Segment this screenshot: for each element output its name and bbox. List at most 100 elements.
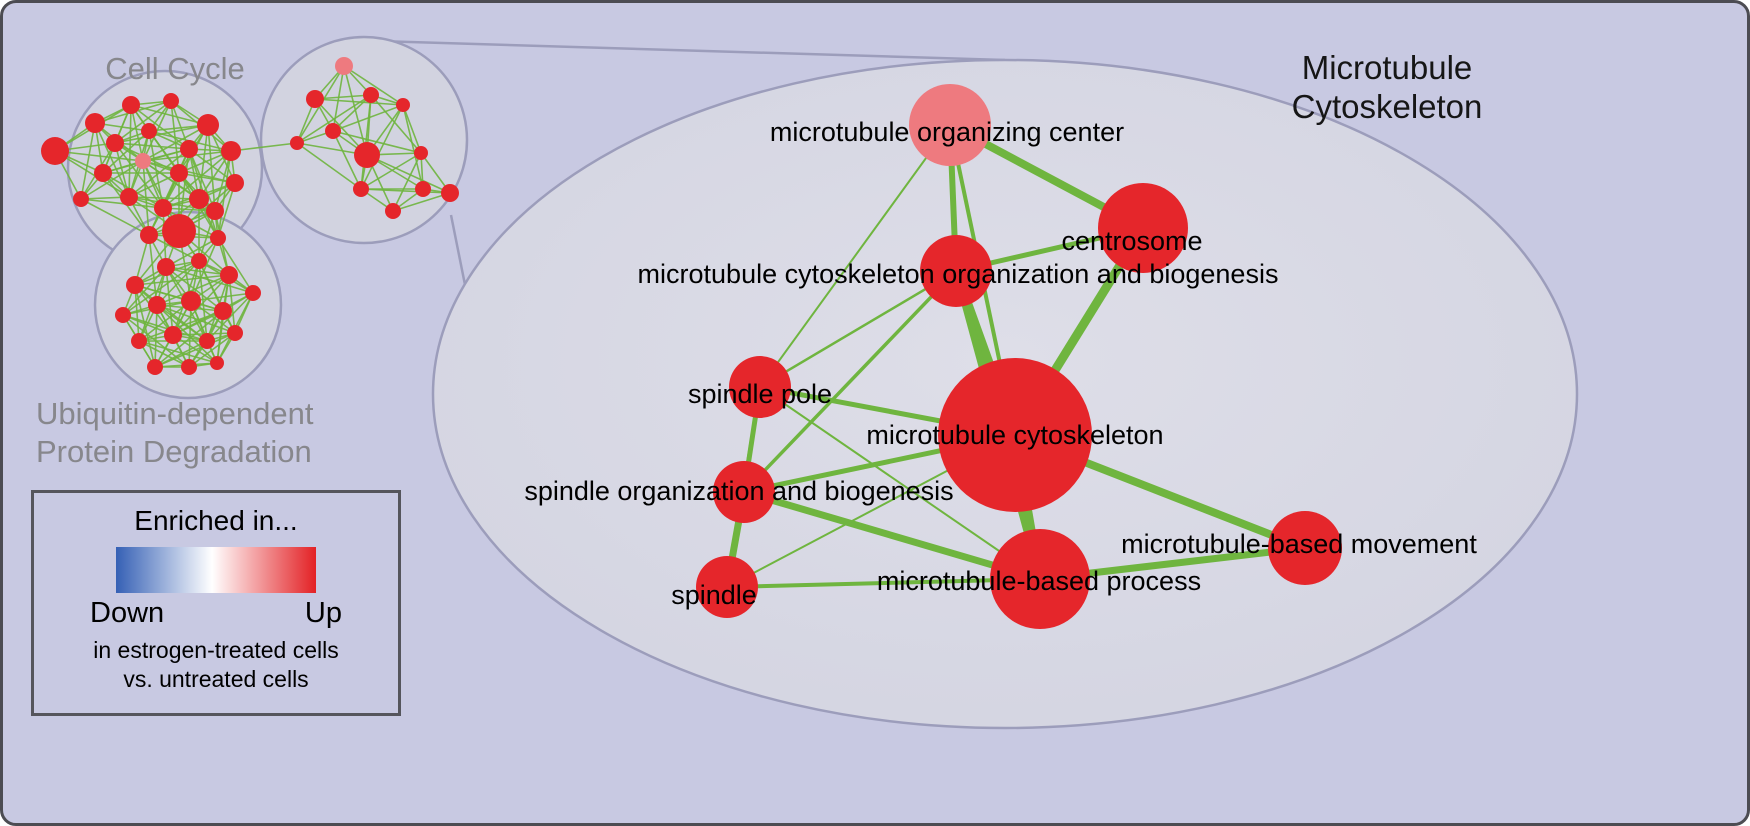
legend-title: Enriched in... [134,505,298,536]
overview-edge [188,148,236,184]
ubiquitin-title-line1: Ubiquitin-dependent [36,396,314,431]
zoom-nodes-layer [696,84,1342,629]
overview-node [210,356,224,370]
overview-node [126,276,144,294]
node-label-mbm: microtubule-based movement [1121,529,1477,559]
edge-spindle_pole-mbp [759,386,1041,580]
ubiquitin-title-line2: Protein Degradation [36,434,312,469]
overview-node [140,226,158,244]
overview-edge [360,152,422,190]
overview-edge [80,198,150,236]
overview-edge [217,237,254,294]
overview-node [106,134,124,152]
overview-node [306,90,324,108]
overview-edge [188,148,216,212]
overview-edge [296,142,362,190]
overview-edge [128,172,180,198]
overview-node [210,230,226,246]
overview-edge [332,94,372,132]
overview-edge [122,266,167,316]
overview-node [396,98,410,112]
overview-edge [80,160,144,200]
overview-edge [230,142,298,152]
overview-node [199,333,215,349]
overview-edge [360,188,451,194]
overview-node [335,57,353,75]
overview-node [115,307,131,323]
edge-sob-mbp [743,488,1041,583]
legend: Enriched in... Down Up in estrogen-treat… [31,490,401,716]
overview-edge [314,94,372,100]
overview-edge [154,310,224,368]
overview-node [197,114,219,136]
overview-edge [138,310,224,342]
node-spindle [696,556,758,618]
overview-edge [80,198,164,209]
overview-node [290,136,304,150]
overview-node [120,188,138,206]
node-sob [713,461,775,523]
overview-edge [148,148,190,236]
overview-edge [138,340,218,364]
overview-clusters-layer [66,35,469,400]
node-label-mc: microtubule cytoskeleton [866,420,1163,450]
overview-node [94,164,112,182]
overview-node [441,184,459,202]
overview-node [122,96,140,114]
zoom-labels-layer: microtubule organizing centercentrosomem… [524,117,1477,610]
edge-mcob-spindle_pole [759,269,957,389]
overview-edge [296,94,372,144]
overview-node [214,302,232,320]
overview-edge [130,104,144,162]
overview-node [135,153,151,169]
overview-edge [128,196,200,200]
overview-edge [138,340,190,368]
overview-node [415,181,431,197]
node-label-mcob: microtubule cytoskeleton organization an… [638,259,1279,289]
overview-edge [188,332,236,368]
overview-edge [114,100,172,144]
zoom-cone-line [374,39,1006,62]
node-centrosome [1098,183,1188,273]
overview-node [41,137,69,165]
overview-node [181,291,201,311]
overview-node [141,123,157,139]
overview-edge [142,160,236,184]
overview-node [157,258,175,276]
microtubule-cytoskeleton-title-line2: Cytoskeleton [1292,88,1483,125]
overview-edge [402,104,424,190]
overview-edge [134,284,140,342]
overview-edge [156,260,200,306]
node-label-spindle: spindle [671,580,757,610]
overview-edge [332,130,362,190]
overview-node [162,214,196,248]
overview-node [148,296,166,314]
node-label-centrosome: centrosome [1061,226,1202,256]
overview-node [414,146,428,160]
overview-edge [392,152,422,212]
overview-node [354,142,380,168]
overview-edge [128,148,190,198]
overview-node [154,199,172,217]
overview-node [147,359,163,375]
overview-edge [332,104,404,132]
overview-edge [154,304,158,368]
overview-node [191,253,207,269]
node-moc [909,84,991,166]
overview-node [385,203,401,219]
overview-node [325,123,341,139]
overview-edge [114,142,130,198]
overview-node [131,333,147,349]
overview-edge [156,304,236,334]
node-label-mbp: microtubule-based process [877,566,1201,596]
edge-spindle-mbp [726,577,1041,589]
legend-caption-line1: in estrogen-treated cells [93,637,339,663]
overview-node [206,202,224,220]
node-label-moc: microtubule organizing center [770,117,1124,147]
overview-edge [217,150,232,239]
overview-node [245,285,261,301]
overview-edge [80,122,96,200]
overview-edge [332,130,422,154]
edge-moc-spindle_pole [759,124,951,388]
